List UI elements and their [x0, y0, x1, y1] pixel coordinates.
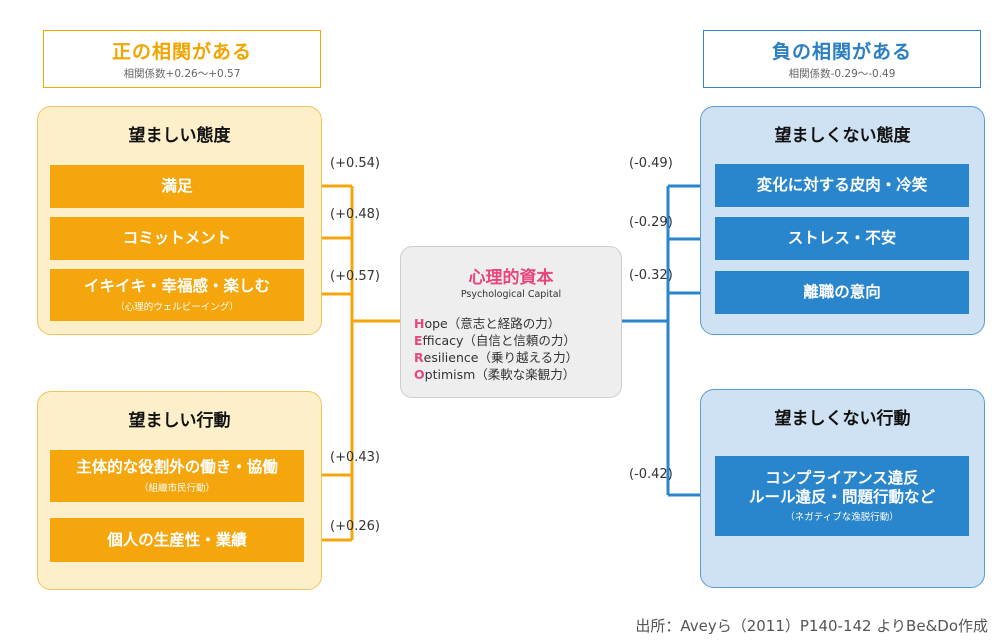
item-stress: ストレス・不安 — [715, 217, 969, 260]
negative-header-title: 負の相関がある — [771, 41, 912, 63]
coef-stress: (-0.29) — [629, 215, 673, 230]
item-commitment: コミットメント — [50, 217, 304, 260]
initial-h: H — [414, 316, 425, 331]
item-label: イキイキ・幸福感・楽しむ — [83, 277, 270, 296]
coef-citizenship: (+0.43) — [330, 450, 380, 465]
item-sublabel: （ネガティブな逸脱行動） — [785, 512, 899, 524]
hero-text: ope（意志と経路の力） — [424, 316, 561, 331]
initial-o: O — [414, 367, 425, 382]
negative-correlation-header: 負の相関がある 相関係数-0.29〜-0.49 — [703, 30, 981, 88]
hero-text: esilience（乗り越える力） — [423, 350, 579, 365]
item-satisfaction: 満足 — [50, 165, 304, 208]
item-wellbeing: イキイキ・幸福感・楽しむ （心理的ウェルビーイング） — [50, 269, 304, 321]
hero-line-hope: Hope（意志と経路の力） — [414, 315, 578, 332]
item-label: 離職の意向 — [803, 283, 881, 302]
coef-wellbeing: (+0.57) — [330, 269, 380, 284]
item-sublabel: （組織市民行動） — [138, 482, 215, 494]
coef-satisfaction: (+0.54) — [330, 156, 380, 171]
hero-line-efficacy: Efficacy（自信と信頼の力） — [414, 332, 578, 349]
positive-connectors — [307, 182, 400, 544]
initial-r: R — [414, 350, 424, 365]
item-label-line1: コンプライアンス違反 — [765, 468, 919, 487]
hero-text: ptimism（柔軟な楽観力） — [424, 367, 576, 382]
item-label: 個人の生産性・業績 — [107, 530, 247, 549]
coef-commitment: (+0.48) — [330, 207, 380, 222]
desirable-behavior-title: 望ましい行動 — [128, 411, 231, 431]
item-deviant-behavior: コンプライアンス違反 ルール違反・問題行動など （ネガティブな逸脱行動） — [715, 456, 969, 536]
center-subtitle: Psychological Capital — [460, 289, 562, 300]
item-citizenship-behavior: 主体的な役割外の働き・協働 （組織市民行動） — [50, 450, 304, 502]
item-label: 主体的な役割外の働き・協働 — [76, 458, 278, 477]
hero-components: Hope（意志と経路の力） Efficacy（自信と信頼の力） Resilien… — [414, 315, 578, 383]
hero-text: fficacy（自信と信頼の力） — [422, 333, 576, 348]
item-label: 満足 — [161, 177, 193, 196]
coef-deviance: (-0.42) — [629, 467, 673, 482]
undesirable-behavior-title: 望ましくない行動 — [774, 409, 911, 429]
positive-correlation-header: 正の相関がある 相関係数+0.26〜+0.57 — [43, 30, 321, 88]
coef-cynicism: (-0.49) — [629, 156, 673, 171]
source-note: 出所：Aveyら（2011）P140-142 よりBe&Do作成 — [635, 617, 988, 635]
negative-header-range: 相関係数-0.29〜-0.49 — [788, 68, 896, 80]
item-label: コミットメント — [122, 229, 232, 248]
coef-turnover: (-0.32) — [629, 268, 673, 283]
desirable-attitude-title: 望ましい態度 — [128, 126, 231, 146]
coef-performance: (+0.26) — [330, 519, 380, 534]
psychological-capital-box: 心理的資本 Psychological Capital Hope（意志と経路の力… — [400, 246, 622, 398]
item-sublabel: （心理的ウェルビーイング） — [115, 301, 239, 313]
positive-header-title: 正の相関がある — [111, 41, 252, 63]
item-performance: 個人の生産性・業績 — [50, 518, 304, 562]
item-label: ストレス・不安 — [787, 229, 897, 248]
initial-e: E — [414, 333, 423, 348]
item-label: 変化に対する皮肉・冷笑 — [756, 176, 928, 195]
item-cynicism: 変化に対する皮肉・冷笑 — [715, 164, 969, 207]
hero-line-resilience: Resilience（乗り越える力） — [414, 349, 578, 366]
positive-header-range: 相関係数+0.26〜+0.57 — [123, 68, 241, 80]
item-label-line2: ルール違反・問題行動など — [748, 487, 935, 506]
item-turnover-intention: 離職の意向 — [715, 271, 969, 314]
center-title: 心理的資本 — [468, 268, 554, 288]
undesirable-attitude-title: 望ましくない態度 — [774, 126, 911, 146]
hero-line-optimism: Optimism（柔軟な楽観力） — [414, 366, 578, 383]
